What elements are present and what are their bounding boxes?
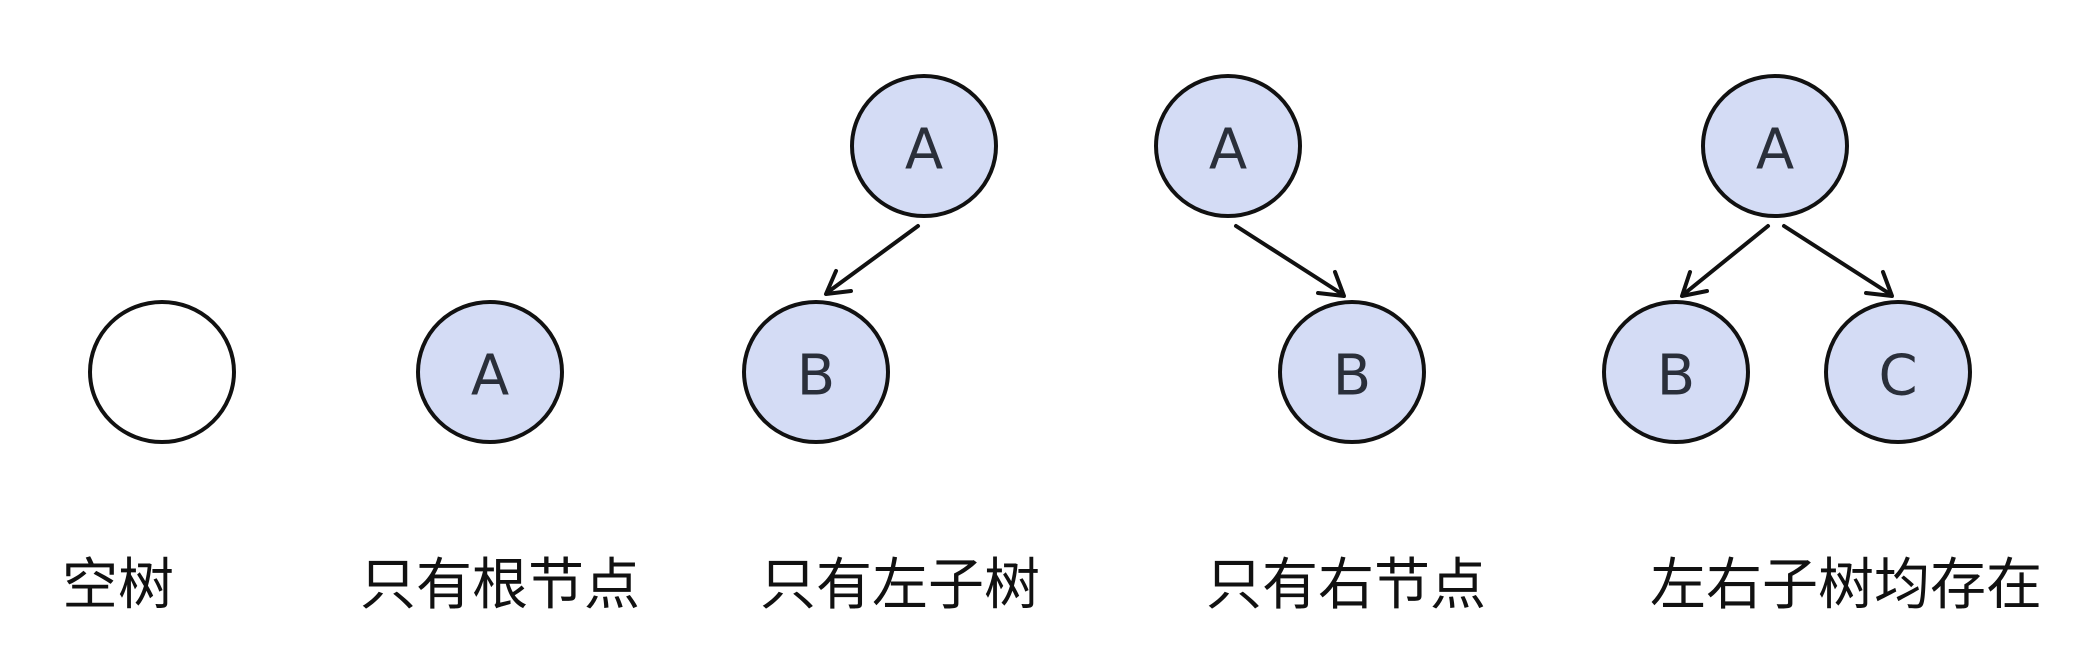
arrow-head (1316, 270, 1346, 298)
caption-only-root: 只有根节点 (360, 553, 640, 618)
caption-both-subtrees: 左右子树均存在 (1650, 553, 2042, 618)
caption-only-right-node: 只有右节点 (1206, 553, 1486, 618)
edge-a-to-b (1234, 224, 1344, 296)
node-label: A (905, 118, 943, 183)
panel-only-left-subtree: A B 只有左子树 (742, 74, 1040, 618)
node-circle (1701, 74, 1849, 218)
node-label: B (1333, 344, 1371, 409)
node-label: C (1878, 344, 1917, 409)
panel-empty-tree: 空树 (62, 300, 236, 618)
edge-a-to-c (1782, 224, 1892, 296)
panel-only-right-node: A B 只有右节点 (1154, 74, 1486, 618)
node-label: A (1209, 118, 1247, 183)
panel-only-root: A 只有根节点 (360, 300, 640, 618)
panel-both-subtrees: A B C 左右子树均存在 (1602, 74, 2042, 618)
node-circle (1278, 300, 1426, 444)
node-circle (742, 300, 890, 444)
edge-a-to-b (1682, 224, 1770, 296)
edge-a-to-b (826, 224, 920, 294)
arrow-head (1864, 270, 1894, 298)
node-circle (1602, 300, 1750, 444)
arrow-head (824, 269, 853, 296)
node-label: A (1756, 118, 1794, 183)
node-circle (850, 74, 998, 218)
empty-node-circle (88, 300, 236, 444)
node-circle (416, 300, 564, 444)
node-circle (1824, 300, 1972, 444)
arrow-head (1680, 270, 1709, 298)
node-circle (1154, 74, 1302, 218)
caption-only-left-subtree: 只有左子树 (760, 553, 1040, 618)
caption-empty-tree: 空树 (62, 553, 174, 618)
node-label: A (471, 344, 509, 409)
node-label: B (1657, 344, 1695, 409)
node-label: B (797, 344, 835, 409)
